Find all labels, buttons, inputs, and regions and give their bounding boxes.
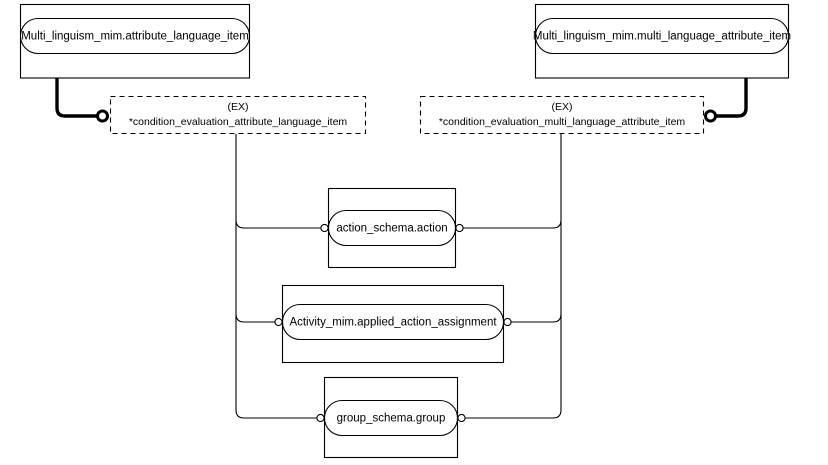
entity-label: action_schema.action	[336, 223, 447, 235]
connector-right-subtype-thick	[716, 78, 748, 118]
ex-box-condition-evaluation-attribute-language-item[interactable]: (EX) *condition_evaluation_attribute_lan…	[109, 95, 367, 135]
entity-activity-mim-applied-action-assignment[interactable]: Activity_mim.applied_action_assignment	[274, 284, 512, 364]
port-left-circle	[320, 223, 329, 233]
port-right-circle	[457, 413, 466, 423]
branch-left-to-applied-action-assignment	[235, 313, 275, 323]
entity-label: Multi_linguism_mim.attribute_language_it…	[21, 31, 249, 43]
entity-attribute-language-item[interactable]: Multi_linguism_mim.attribute_language_it…	[19, 3, 251, 79]
ex-tag-label: (EX)	[552, 101, 573, 113]
branch-right-to-action	[462, 219, 562, 229]
entity-group-schema-group[interactable]: group_schema.group	[316, 376, 466, 459]
connector-left-subtype-thick	[55, 78, 97, 118]
ex-entity-label: *condition_evaluation_multi_language_att…	[439, 116, 686, 128]
branch-left-to-action	[235, 219, 321, 229]
ex-box-outline	[109, 95, 367, 135]
entity-label: Activity_mim.applied_action_assignment	[289, 317, 497, 329]
connector-node-right-circle	[704, 109, 717, 123]
entity-label: group_schema.group	[337, 413, 446, 425]
branch-right-to-applied-action-assignment	[511, 313, 562, 323]
entity-multi-language-attribute-item[interactable]: Multi_linguism_mim.multi_language_attrib…	[533, 3, 791, 79]
port-left-circle	[274, 317, 283, 327]
port-right-circle	[503, 317, 512, 327]
trunk-right-vertical	[465, 134, 562, 419]
ex-box-outline	[419, 95, 705, 135]
ex-tag-label: (EX)	[228, 101, 249, 113]
entity-action-schema-action[interactable]: action_schema.action	[320, 187, 464, 269]
ex-box-condition-evaluation-multi-language-attribute-item[interactable]: (EX) *condition_evaluation_multi_languag…	[419, 95, 705, 135]
port-left-circle	[316, 413, 325, 423]
connector-node-left-circle	[96, 109, 109, 123]
entity-inner-rounded	[19, 17, 251, 55]
entity-inner-rounded	[534, 17, 790, 55]
entity-label: Multi_linguism_mim.multi_language_attrib…	[533, 31, 791, 43]
ex-entity-label: *condition_evaluation_attribute_language…	[129, 116, 348, 128]
port-right-circle	[455, 223, 464, 233]
trunk-left-vertical	[235, 134, 318, 419]
